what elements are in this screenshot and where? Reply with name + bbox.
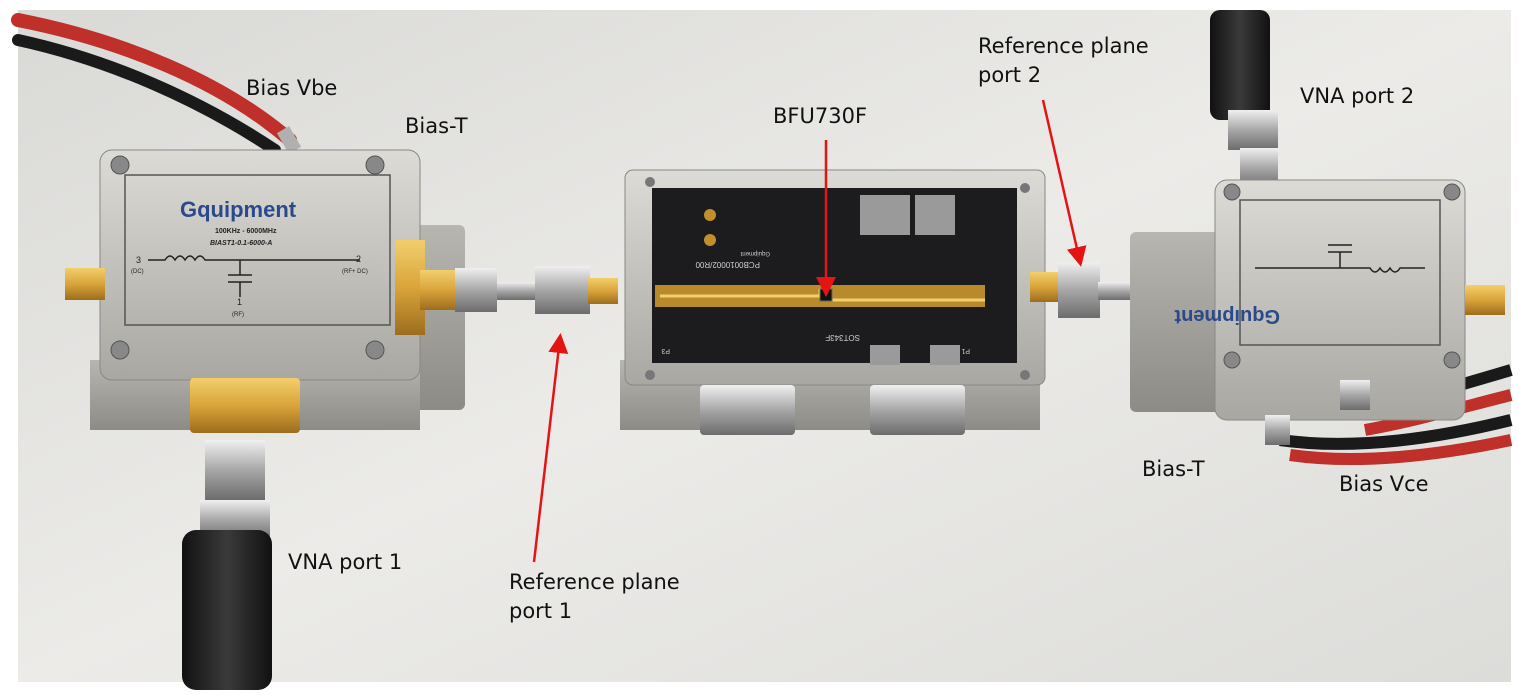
left-pin1-sub: (RF) — [232, 312, 244, 318]
label-ref-plane-port2-line2: port 2 — [978, 63, 1042, 87]
left-pin3-sub: (DC) — [131, 269, 144, 275]
pcb-brand: Gquipment — [740, 250, 770, 256]
label-bias-vbe: Bias Vbe — [246, 76, 338, 100]
dut-fixture: PCB0010002/R00 Gquipment SOT343F P1 P3 — [620, 169, 1046, 435]
pcb-pad-p1: P1 — [961, 347, 970, 354]
arrow-ref-plane-port1 — [532, 333, 569, 563]
arrow-ref-plane-port2 — [1041, 99, 1087, 267]
label-ref-plane-port2-line1: Reference plane — [978, 34, 1149, 58]
vna-port1-cable — [182, 440, 272, 690]
left-sma-connector — [65, 268, 105, 300]
left-pin1: 1 — [237, 297, 242, 307]
label-ref-plane-port2: Reference plane port 2 — [978, 32, 1149, 90]
left-bias-tee-brand: Gquipment — [180, 197, 297, 222]
label-ref-plane-port1-line2: port 1 — [509, 599, 573, 623]
left-bias-tee-model: BIAST1-0.1-6000-A — [210, 240, 272, 247]
pcb-part-no: PCB0010002/R00 — [695, 260, 760, 269]
left-pin2-sub: (RF+ DC) — [342, 269, 368, 275]
left-bias-tee-freq: 100KHz - 6000MHz — [215, 228, 277, 235]
label-bfu730f: BFU730F — [773, 104, 868, 128]
bias-vbe-wires — [11, 13, 302, 156]
pcb-package: SOT343F — [825, 333, 860, 342]
pcb-pad-p3: P3 — [661, 347, 670, 354]
label-bias-t-left: Bias-T — [405, 114, 468, 138]
left-pin2: 2 — [356, 254, 361, 264]
svg-text:Gquipment: Gquipment — [1174, 305, 1280, 327]
label-vna-port1: VNA port 1 — [288, 550, 403, 574]
left-pin3: 3 — [136, 255, 141, 265]
label-bias-t-right: Bias-T — [1142, 457, 1205, 481]
annotation-arrows — [532, 99, 1087, 563]
label-ref-plane-port1: Reference plane port 1 — [509, 568, 680, 626]
label-vna-port2: VNA port 2 — [1300, 84, 1415, 108]
label-ref-plane-port1-line1: Reference plane — [509, 570, 680, 594]
left-adapter-chain — [395, 240, 618, 335]
left-bottom-connector — [190, 378, 300, 433]
label-bias-vce: Bias Vce — [1339, 472, 1429, 496]
right-bias-tee: Gquipment — [1130, 179, 1505, 445]
